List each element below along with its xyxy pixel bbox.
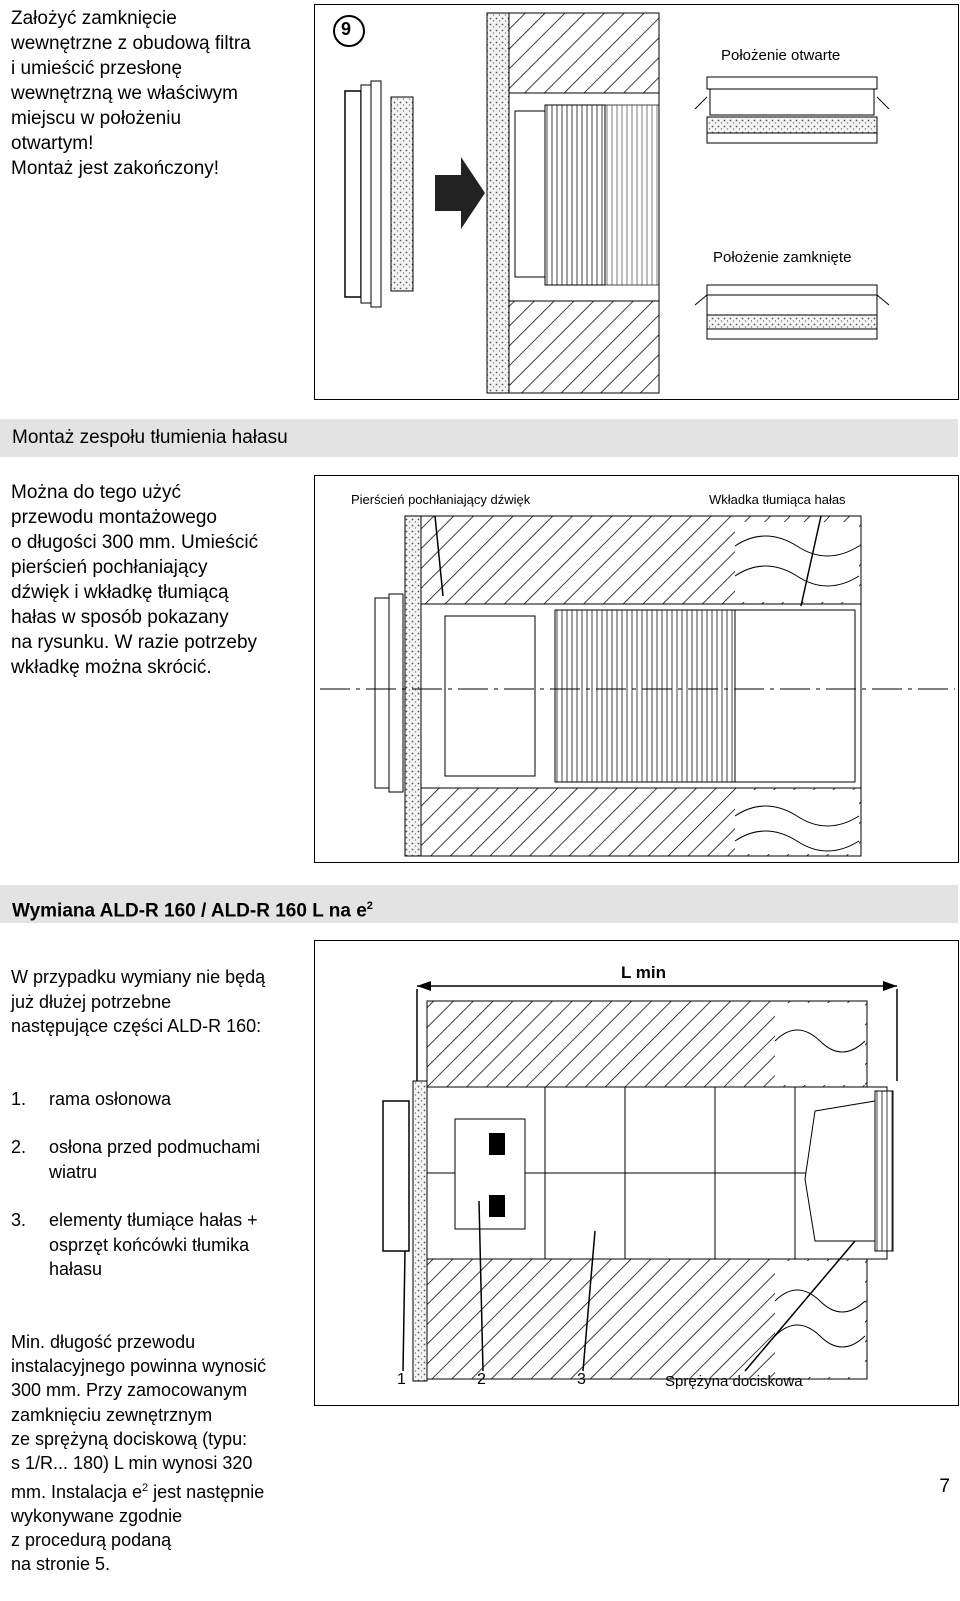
part-2-label: 2 <box>477 1371 486 1388</box>
list-item-text: osłona przed podmuchami wiatru <box>49 1137 261 1182</box>
list-item: 3. elementy tłumiące hałas + osprzęt końc… <box>11 1208 311 1281</box>
noise-damping-drawing <box>320 515 955 857</box>
replacement-outro-a: Min. długość przewodu instalacyjnego pow… <box>11 1331 267 1502</box>
replacement-text: W przypadku wymiany nie będą już dłużej … <box>11 941 311 1601</box>
noise-damping-text: Można do tego użyć przewodu montażowego … <box>11 482 259 678</box>
open-position-caption: Położenie otwarte <box>721 47 841 64</box>
noise-damping-diagram: Pierścień pochłaniający dźwięk Wkładka t… <box>314 475 959 863</box>
unneeded-parts-list: 1. rama osłonowa 2. osłona przed podmucham… <box>11 1062 311 1305</box>
l-min-label: L min <box>621 963 667 982</box>
figure-9-drawing <box>333 12 890 394</box>
ring-label: Pierścień pochłaniający dźwięk <box>351 492 531 507</box>
part-1-label: 1 <box>397 1371 406 1388</box>
insert-label: Wkładka tłumiąca hałas <box>709 492 846 507</box>
list-item: 2. osłona przed podmuchami wiatru <box>11 1135 311 1184</box>
list-item-number: 3. <box>11 1210 27 1231</box>
page-number: 7 <box>939 1476 950 1497</box>
closed-position-caption: Położenie zamknięte <box>713 249 852 266</box>
intro-instruction-text: Założyć zamknięcie wewnętrzne z obudową … <box>11 8 251 179</box>
list-item-number: 2. <box>11 1137 27 1158</box>
list-item: 1. rama osłonowa <box>11 1087 311 1111</box>
list-item-number: 1. <box>11 1088 27 1109</box>
noise-damping-heading: Montaż zespołu tłumienia hałasu <box>0 419 958 457</box>
figure-number-label: 9 <box>341 19 352 39</box>
part-3-label: 3 <box>577 1371 586 1388</box>
replacement-heading-text: Wymiana ALD-R 160 / ALD-R 160 L na e <box>12 900 367 922</box>
replacement-intro: W przypadku wymiany nie będą już dłużej … <box>11 967 266 1036</box>
replacement-outro: Min. długość przewodu instalacyjnego pow… <box>11 1330 311 1577</box>
spring-label: Sprężyna dociskowa <box>665 1373 803 1390</box>
list-item-text: elementy tłumiące hałas + osprzęt końców… <box>49 1210 258 1279</box>
list-item-text: rama osłonowa <box>49 1088 172 1109</box>
replacement-diagram: L min 1 2 3 Sprężyna dociskowa <box>314 940 959 1406</box>
replacement-outro-sup: 2 <box>142 1481 149 1494</box>
figure-9-diagram: 9 Położenie otwarte Położenie zamknięte <box>314 4 959 400</box>
replacement-heading: Wymiana ALD-R 160 / ALD-R 160 L na e2 <box>0 885 958 923</box>
replacement-drawing <box>382 981 898 1382</box>
replacement-heading-sup: 2 <box>366 900 373 912</box>
